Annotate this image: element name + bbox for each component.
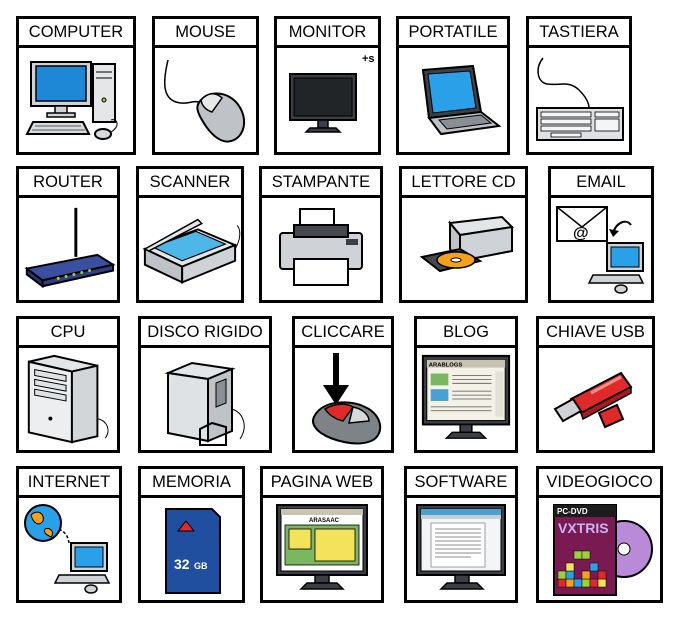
- card-videogioco[interactable]: VIDEOGIOCO PC-DVD VXTRIS: [536, 466, 663, 603]
- card-router[interactable]: ROUTER: [16, 166, 120, 303]
- box-title: VXTRIS: [558, 520, 609, 536]
- card-label: DISCO RIGIDO: [141, 319, 269, 348]
- card-label: MOUSE: [155, 19, 256, 48]
- card-cliccare[interactable]: CLICCARE: [292, 316, 394, 453]
- card-disco-rigido[interactable]: DISCO RIGIDO: [138, 316, 272, 453]
- card-label: EMAIL: [551, 169, 651, 198]
- card-label: CHIAVE USB: [539, 319, 652, 348]
- card-label: LETTORE CD: [402, 169, 525, 198]
- printer-icon: [279, 208, 363, 286]
- card-chiave-usb[interactable]: CHIAVE USB: [536, 316, 655, 453]
- card-pagina-web[interactable]: PAGINA WEB ARASAAC: [260, 466, 384, 603]
- card-label: BLOG: [417, 319, 515, 348]
- card-label: MEMORIA: [141, 469, 242, 498]
- cd-drive-icon: [419, 215, 514, 273]
- card-label: ROUTER: [19, 169, 117, 198]
- card-label: SCANNER: [139, 169, 241, 198]
- card-scanner[interactable]: SCANNER: [136, 166, 244, 303]
- web-page-icon: ARASAAC: [276, 504, 368, 590]
- keyboard-icon: [536, 57, 624, 141]
- card-label: SOFTWARE: [407, 469, 515, 498]
- at-sign: @: [573, 225, 589, 242]
- card-stampante[interactable]: STAMPANTE: [259, 166, 383, 303]
- card-label: PAGINA WEB: [263, 469, 381, 498]
- usb-key-icon: [553, 371, 632, 429]
- memory-capacity: 32: [174, 556, 190, 572]
- box-tag: PC-DVD: [557, 507, 588, 516]
- email-icon: @: [556, 206, 645, 294]
- card-label: PORTATILE: [399, 19, 507, 48]
- memory-card-icon: 32 GB: [164, 508, 221, 594]
- card-label: COMPUTER: [19, 19, 133, 48]
- memory-unit: GB: [194, 561, 208, 571]
- card-mouse[interactable]: MOUSE: [152, 16, 259, 155]
- cpu-tower-icon: [27, 354, 109, 444]
- card-label: CLICCARE: [295, 319, 391, 348]
- card-label: TASTIERA: [529, 19, 629, 48]
- mouse-icon: [163, 59, 245, 143]
- card-label: CPU: [19, 319, 117, 348]
- software-icon: [416, 504, 506, 590]
- videogame-icon: PC-DVD VXTRIS: [552, 504, 653, 596]
- card-portatile[interactable]: PORTATILE: [396, 16, 510, 155]
- laptop-icon: [421, 64, 502, 136]
- desktop-computer-icon: [25, 61, 118, 140]
- card-internet[interactable]: INTERNET: [16, 466, 122, 603]
- plural-note: +s: [362, 53, 375, 65]
- card-blog[interactable]: BLOG ARABLOGS: [414, 316, 518, 453]
- blog-screen-title: ARABLOGS: [429, 363, 463, 369]
- card-email[interactable]: EMAIL @: [548, 166, 654, 303]
- card-lettore-cd[interactable]: LETTORE CD: [399, 166, 528, 303]
- internet-icon: [24, 504, 111, 594]
- blog-page-icon: ARABLOGS: [421, 354, 511, 439]
- scanner-icon: [142, 218, 241, 284]
- hard-disk-icon: [164, 361, 245, 446]
- card-monitor[interactable]: MONITOR +s: [274, 16, 381, 155]
- router-icon: [24, 207, 116, 289]
- card-label: STAMPANTE: [262, 169, 380, 198]
- click-mouse-icon: [312, 353, 381, 445]
- card-computer[interactable]: COMPUTER: [16, 16, 136, 155]
- card-software[interactable]: SOFTWARE: [404, 466, 518, 603]
- card-memoria[interactable]: MEMORIA 32 GB: [138, 466, 245, 603]
- monitor-icon: +s: [288, 53, 375, 133]
- card-tastiera[interactable]: TASTIERA: [526, 16, 632, 155]
- card-label: INTERNET: [19, 469, 119, 498]
- web-screen-title: ARASAAC: [309, 518, 340, 524]
- card-label: VIDEOGIOCO: [539, 469, 660, 498]
- card-label: MONITOR: [277, 19, 378, 48]
- card-cpu[interactable]: CPU: [16, 316, 120, 453]
